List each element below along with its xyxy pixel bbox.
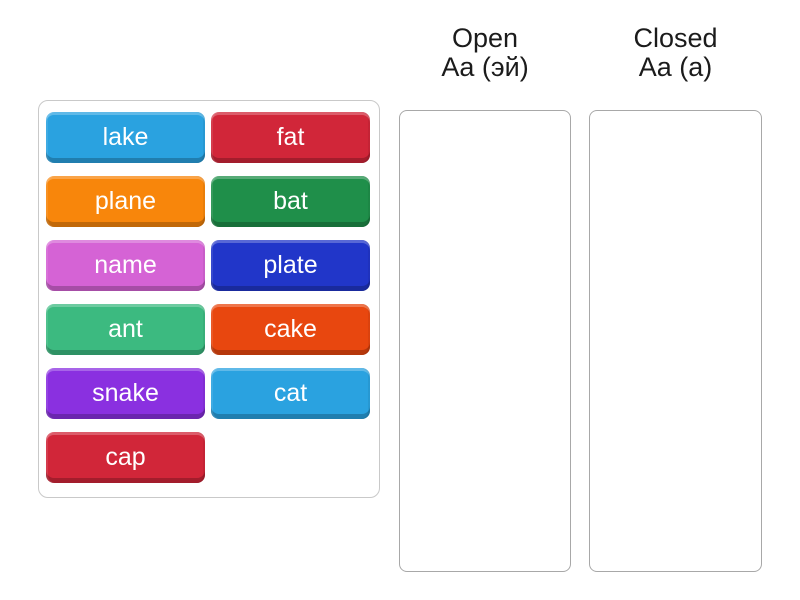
tile-lake[interactable]: lake bbox=[46, 112, 205, 163]
tile-bat[interactable]: bat bbox=[211, 176, 370, 227]
tile-ant[interactable]: ant bbox=[46, 304, 205, 355]
tile-plate[interactable]: plate bbox=[211, 240, 370, 291]
dropzone-open[interactable] bbox=[399, 110, 571, 572]
tile-cake[interactable]: cake bbox=[211, 304, 370, 355]
tile-plane[interactable]: plane bbox=[46, 176, 205, 227]
tile-cap[interactable]: cap bbox=[46, 432, 205, 483]
group-title-closed-line1: Closed bbox=[633, 23, 718, 53]
group-title-closed-line2: Aa (а) bbox=[638, 52, 713, 82]
dropzone-closed[interactable] bbox=[589, 110, 762, 572]
group-title-open-line1: Open bbox=[451, 23, 519, 53]
tile-cat[interactable]: cat bbox=[211, 368, 370, 419]
group-title-open-line2: Aa (эй) bbox=[441, 52, 529, 82]
tile-fat[interactable]: fat bbox=[211, 112, 370, 163]
tile-name[interactable]: name bbox=[46, 240, 205, 291]
tile-snake[interactable]: snake bbox=[46, 368, 205, 419]
group-title-closed: Closed Aa (а) bbox=[589, 24, 762, 82]
tile-source-panel: lake fat plane bat name plate ant cake s… bbox=[38, 100, 380, 498]
group-title-open: Open Aa (эй) bbox=[399, 24, 571, 82]
